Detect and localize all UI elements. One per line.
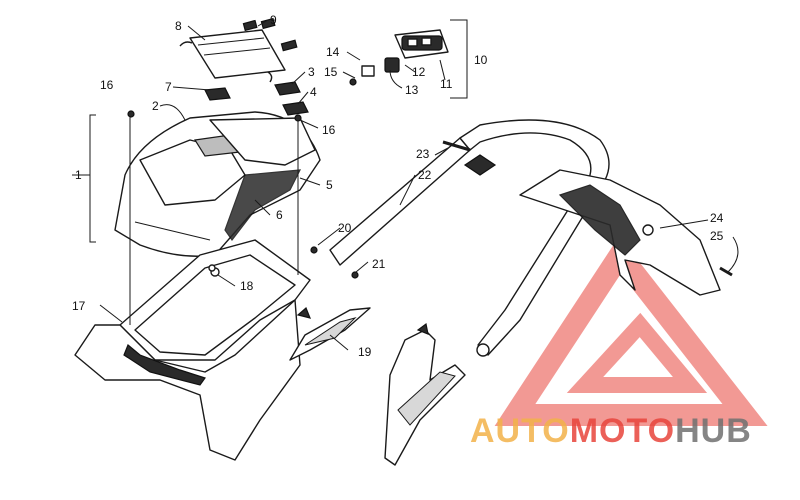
callout-9: 9: [270, 13, 277, 27]
callout-22: 22: [418, 168, 432, 182]
callout-14: 14: [326, 45, 340, 59]
callout-23: 23: [416, 147, 430, 161]
watermark-triangle-outer: [494, 236, 768, 426]
watermark-part-auto: AUTO: [470, 412, 570, 450]
watermark-part-moto: MOTO: [569, 412, 676, 450]
part-8-mat: [179, 29, 286, 83]
callout-8: 8: [175, 19, 182, 33]
callout-labels: 1 2 3 4 5 6 7 8 9 10 11 12 13 14 15 16 1…: [72, 13, 724, 359]
watermark-logo: [494, 236, 768, 426]
callout-1: 1: [75, 168, 82, 182]
callout-21: 21: [372, 257, 386, 271]
fasteners: [127, 110, 733, 279]
watermark-part-hub: HUB: [675, 412, 752, 450]
part-19-side-panel: [289, 306, 371, 361]
callout-16-left: 16: [100, 78, 114, 92]
callout-17: 17: [72, 299, 86, 313]
pads: [204, 81, 309, 116]
part-9-clips: [242, 17, 298, 52]
watermark-text: AUTOMOTOHUB: [470, 412, 752, 451]
leader-lines: [72, 19, 739, 351]
part-2-storage-cover: [114, 111, 321, 257]
callout-3: 3: [308, 65, 315, 79]
part-3-pad: [274, 81, 301, 96]
part-24-rear-bracket: [519, 169, 721, 296]
callout-19: 19: [358, 345, 372, 359]
watermark-triangle-inner: [566, 312, 708, 393]
part-17-storage-tub: [74, 115, 311, 461]
callout-18: 18: [240, 279, 254, 293]
callout-5: 5: [326, 178, 333, 192]
callout-4: 4: [310, 85, 317, 99]
tail-light-assembly: [349, 29, 449, 86]
callout-6: 6: [276, 208, 283, 222]
callout-25: 25: [710, 229, 724, 243]
part-7-pad: [204, 87, 231, 101]
callout-13: 13: [405, 83, 419, 97]
callout-2: 2: [152, 99, 159, 113]
callout-10: 10: [474, 53, 488, 67]
callout-7: 7: [165, 80, 172, 94]
callout-11: 11: [440, 77, 453, 91]
bracket-piece: [384, 322, 466, 466]
callout-12: 12: [412, 65, 426, 79]
callout-20: 20: [338, 221, 352, 235]
callout-15: 15: [324, 65, 338, 79]
part-4-pad: [282, 101, 309, 116]
callout-24: 24: [710, 211, 724, 225]
callout-16-right: 16: [322, 123, 336, 137]
